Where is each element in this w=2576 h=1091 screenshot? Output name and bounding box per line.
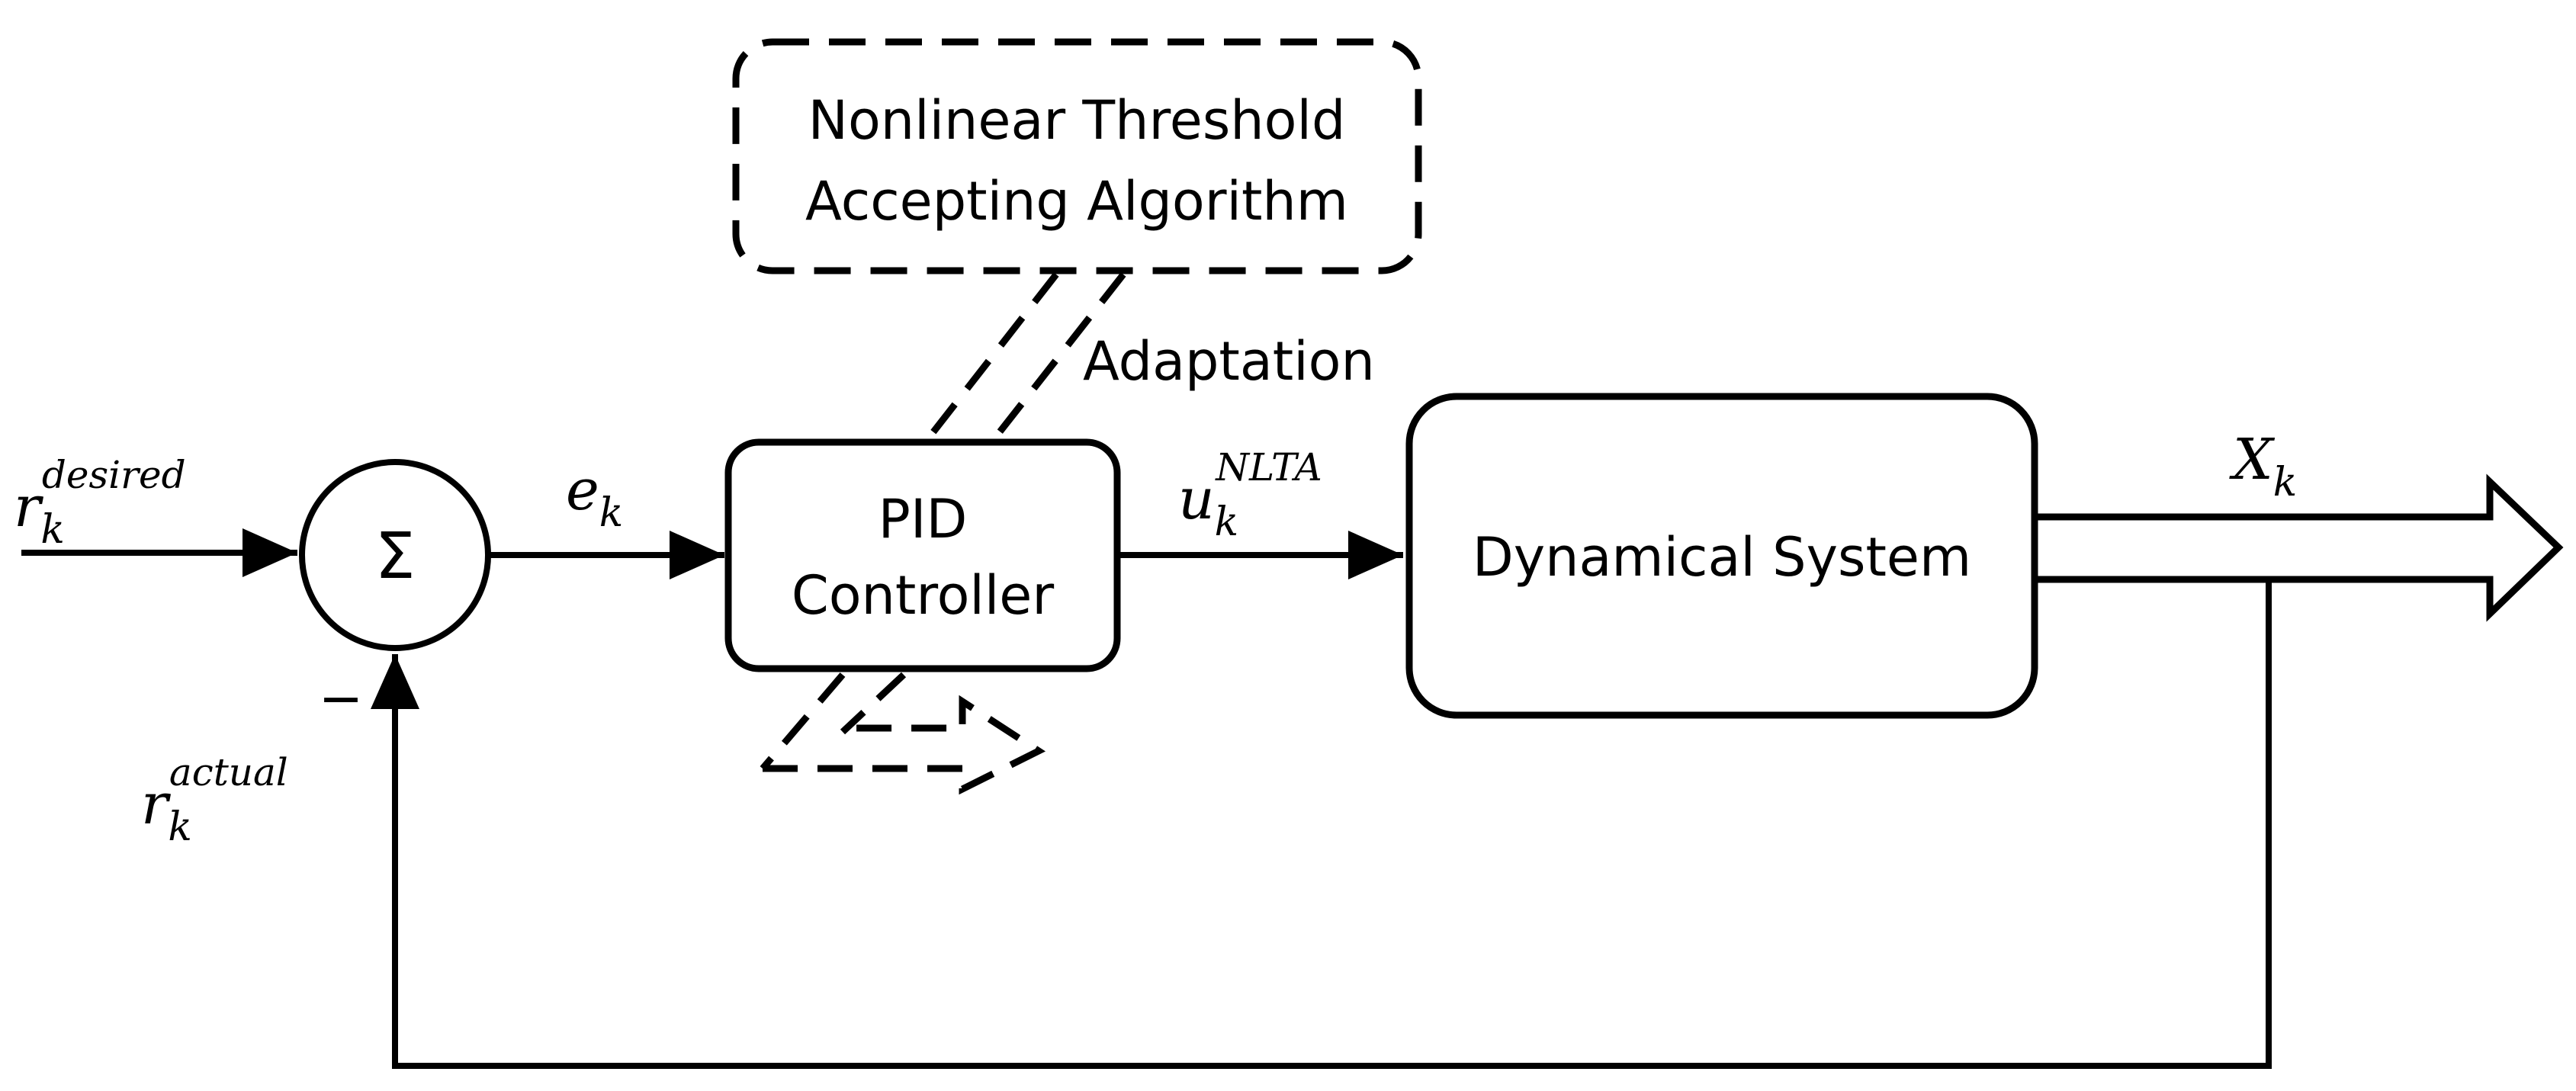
summing-junction: Σ [299, 459, 491, 651]
sigma-icon: Σ [374, 518, 415, 593]
adaptation-arrow [760, 272, 1126, 795]
feedback-loop-line [371, 579, 2272, 1069]
error-signal-label: ek [566, 457, 623, 536]
dynamical-system-block: Dynamical System [1405, 393, 2038, 719]
plant-label: Dynamical System [1473, 526, 1971, 589]
output-arrow [2035, 473, 2564, 622]
nlta-label-line1: Nonlinear Threshold [808, 89, 1346, 152]
nlta-label-line2: Accepting Algorithm [805, 170, 1348, 233]
minus-sign: − [319, 667, 364, 730]
reference-signal-label: rkdesired [14, 453, 186, 553]
pid-controller-block: PID Controller [724, 438, 1121, 672]
nlta-block: Nonlinear Threshold Accepting Algorithm [732, 38, 1422, 274]
control-signal-label: ukNLTA [1178, 445, 1322, 545]
output-signal-label: Xk [2229, 427, 2297, 505]
feedback-signal-label: rkactual [141, 750, 288, 850]
adaptation-label: Adaptation [1083, 330, 1375, 393]
pid-label-line2: Controller [792, 564, 1055, 627]
pid-label-line1: PID [878, 488, 968, 550]
